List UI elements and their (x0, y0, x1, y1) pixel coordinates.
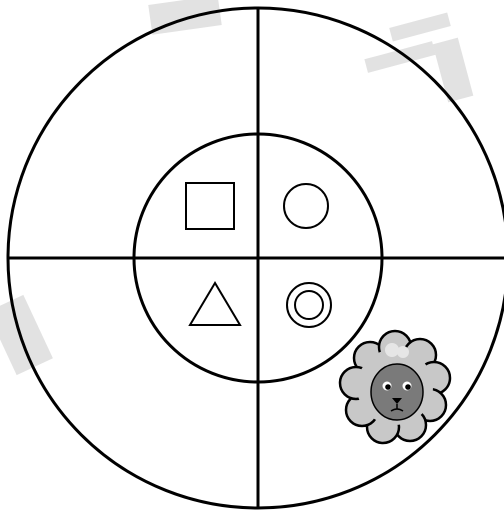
sheep-icon (340, 331, 450, 443)
triangle-symbol (190, 283, 240, 325)
circle-symbol (284, 184, 328, 228)
square-symbol (186, 183, 234, 229)
double-circle-symbol (287, 283, 331, 327)
